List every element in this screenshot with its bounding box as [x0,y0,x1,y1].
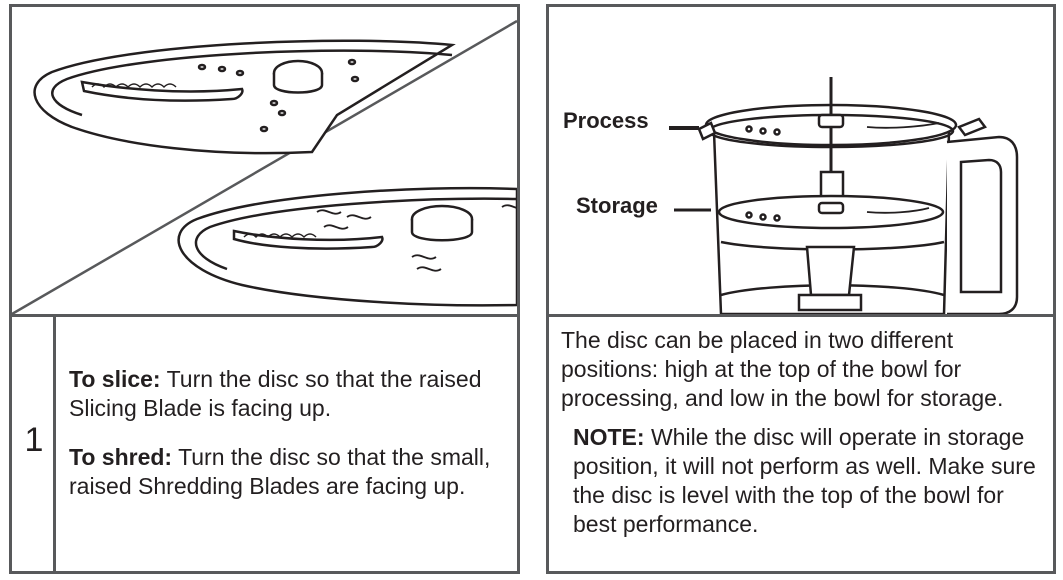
slice-text: Turn the disc so that the raised Slicing… [69,366,482,421]
diagonal-divider [12,19,517,314]
slice-instruction: To slice: Turn the disc so that the rais… [69,365,509,423]
description-text: The disc can be placed in two different … [561,326,1051,539]
right-instruction-panel: Process Storage The disc can be placed i… [546,4,1056,574]
shred-instruction: To shred: Turn the disc so that the smal… [69,443,509,501]
bowl-drawing [669,77,1019,314]
shredding-disc [177,186,517,307]
step-number-column: 1 [12,317,56,571]
note-paragraph: NOTE: While the disc will operate in sto… [573,423,1051,539]
step-instructions: To slice: Turn the disc so that the rais… [69,365,509,521]
disc-sides-drawing [12,19,517,314]
slicing-disc [33,39,456,155]
left-instruction-panel: 1 To slice: Turn the disc so that the ra… [9,4,520,574]
bowl-positions-illustration: Process Storage [549,7,1053,317]
slice-label: To slice: [69,366,161,392]
process-label: Process [563,108,649,133]
disc-sides-illustration [12,7,517,317]
storage-label: Storage [576,193,658,218]
step-number: 1 [24,421,44,459]
shred-text: Turn the disc so that the small, raised … [69,444,491,499]
note-text: While the disc will operate in storage p… [573,424,1036,537]
main-description: The disc can be placed in two different … [561,327,1004,411]
note-label: NOTE: [573,424,645,450]
bowl-handle [946,135,1019,314]
shred-label: To shred: [69,444,173,470]
